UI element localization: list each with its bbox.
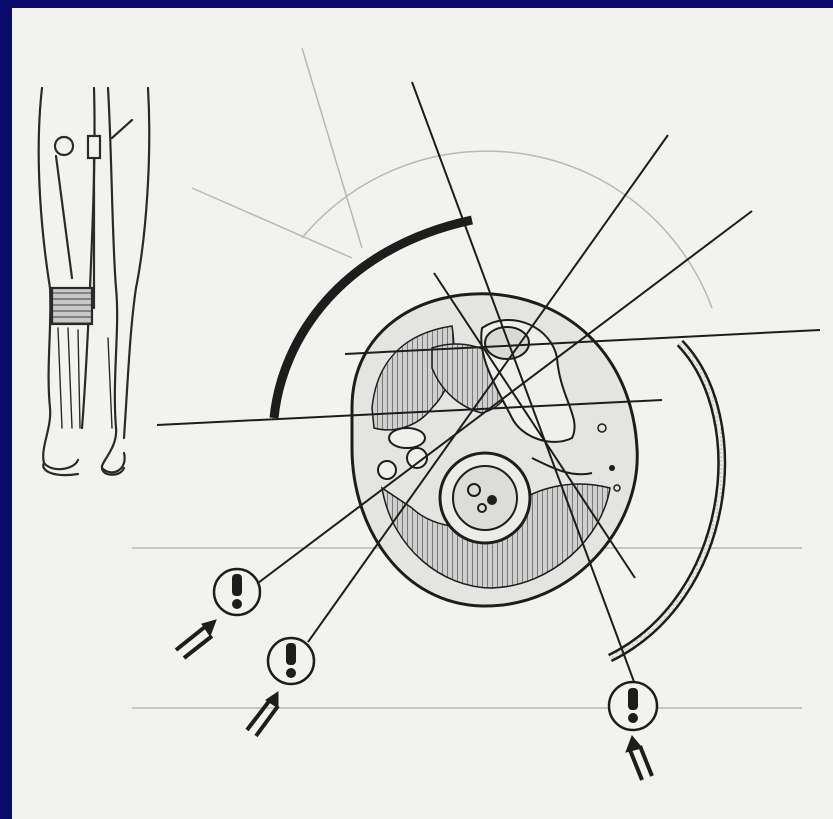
double-arrow-icon [626, 736, 652, 780]
entry-marker-1 [176, 569, 260, 658]
entry-marker-3 [609, 682, 657, 780]
illustration-paper [12, 8, 833, 819]
entry-marker-2 [247, 638, 314, 736]
double-arrow-icon [176, 620, 216, 658]
leg-figure-illustration [39, 88, 150, 475]
cross-section-diagram [12, 8, 833, 819]
double-arrow-icon [247, 692, 278, 736]
